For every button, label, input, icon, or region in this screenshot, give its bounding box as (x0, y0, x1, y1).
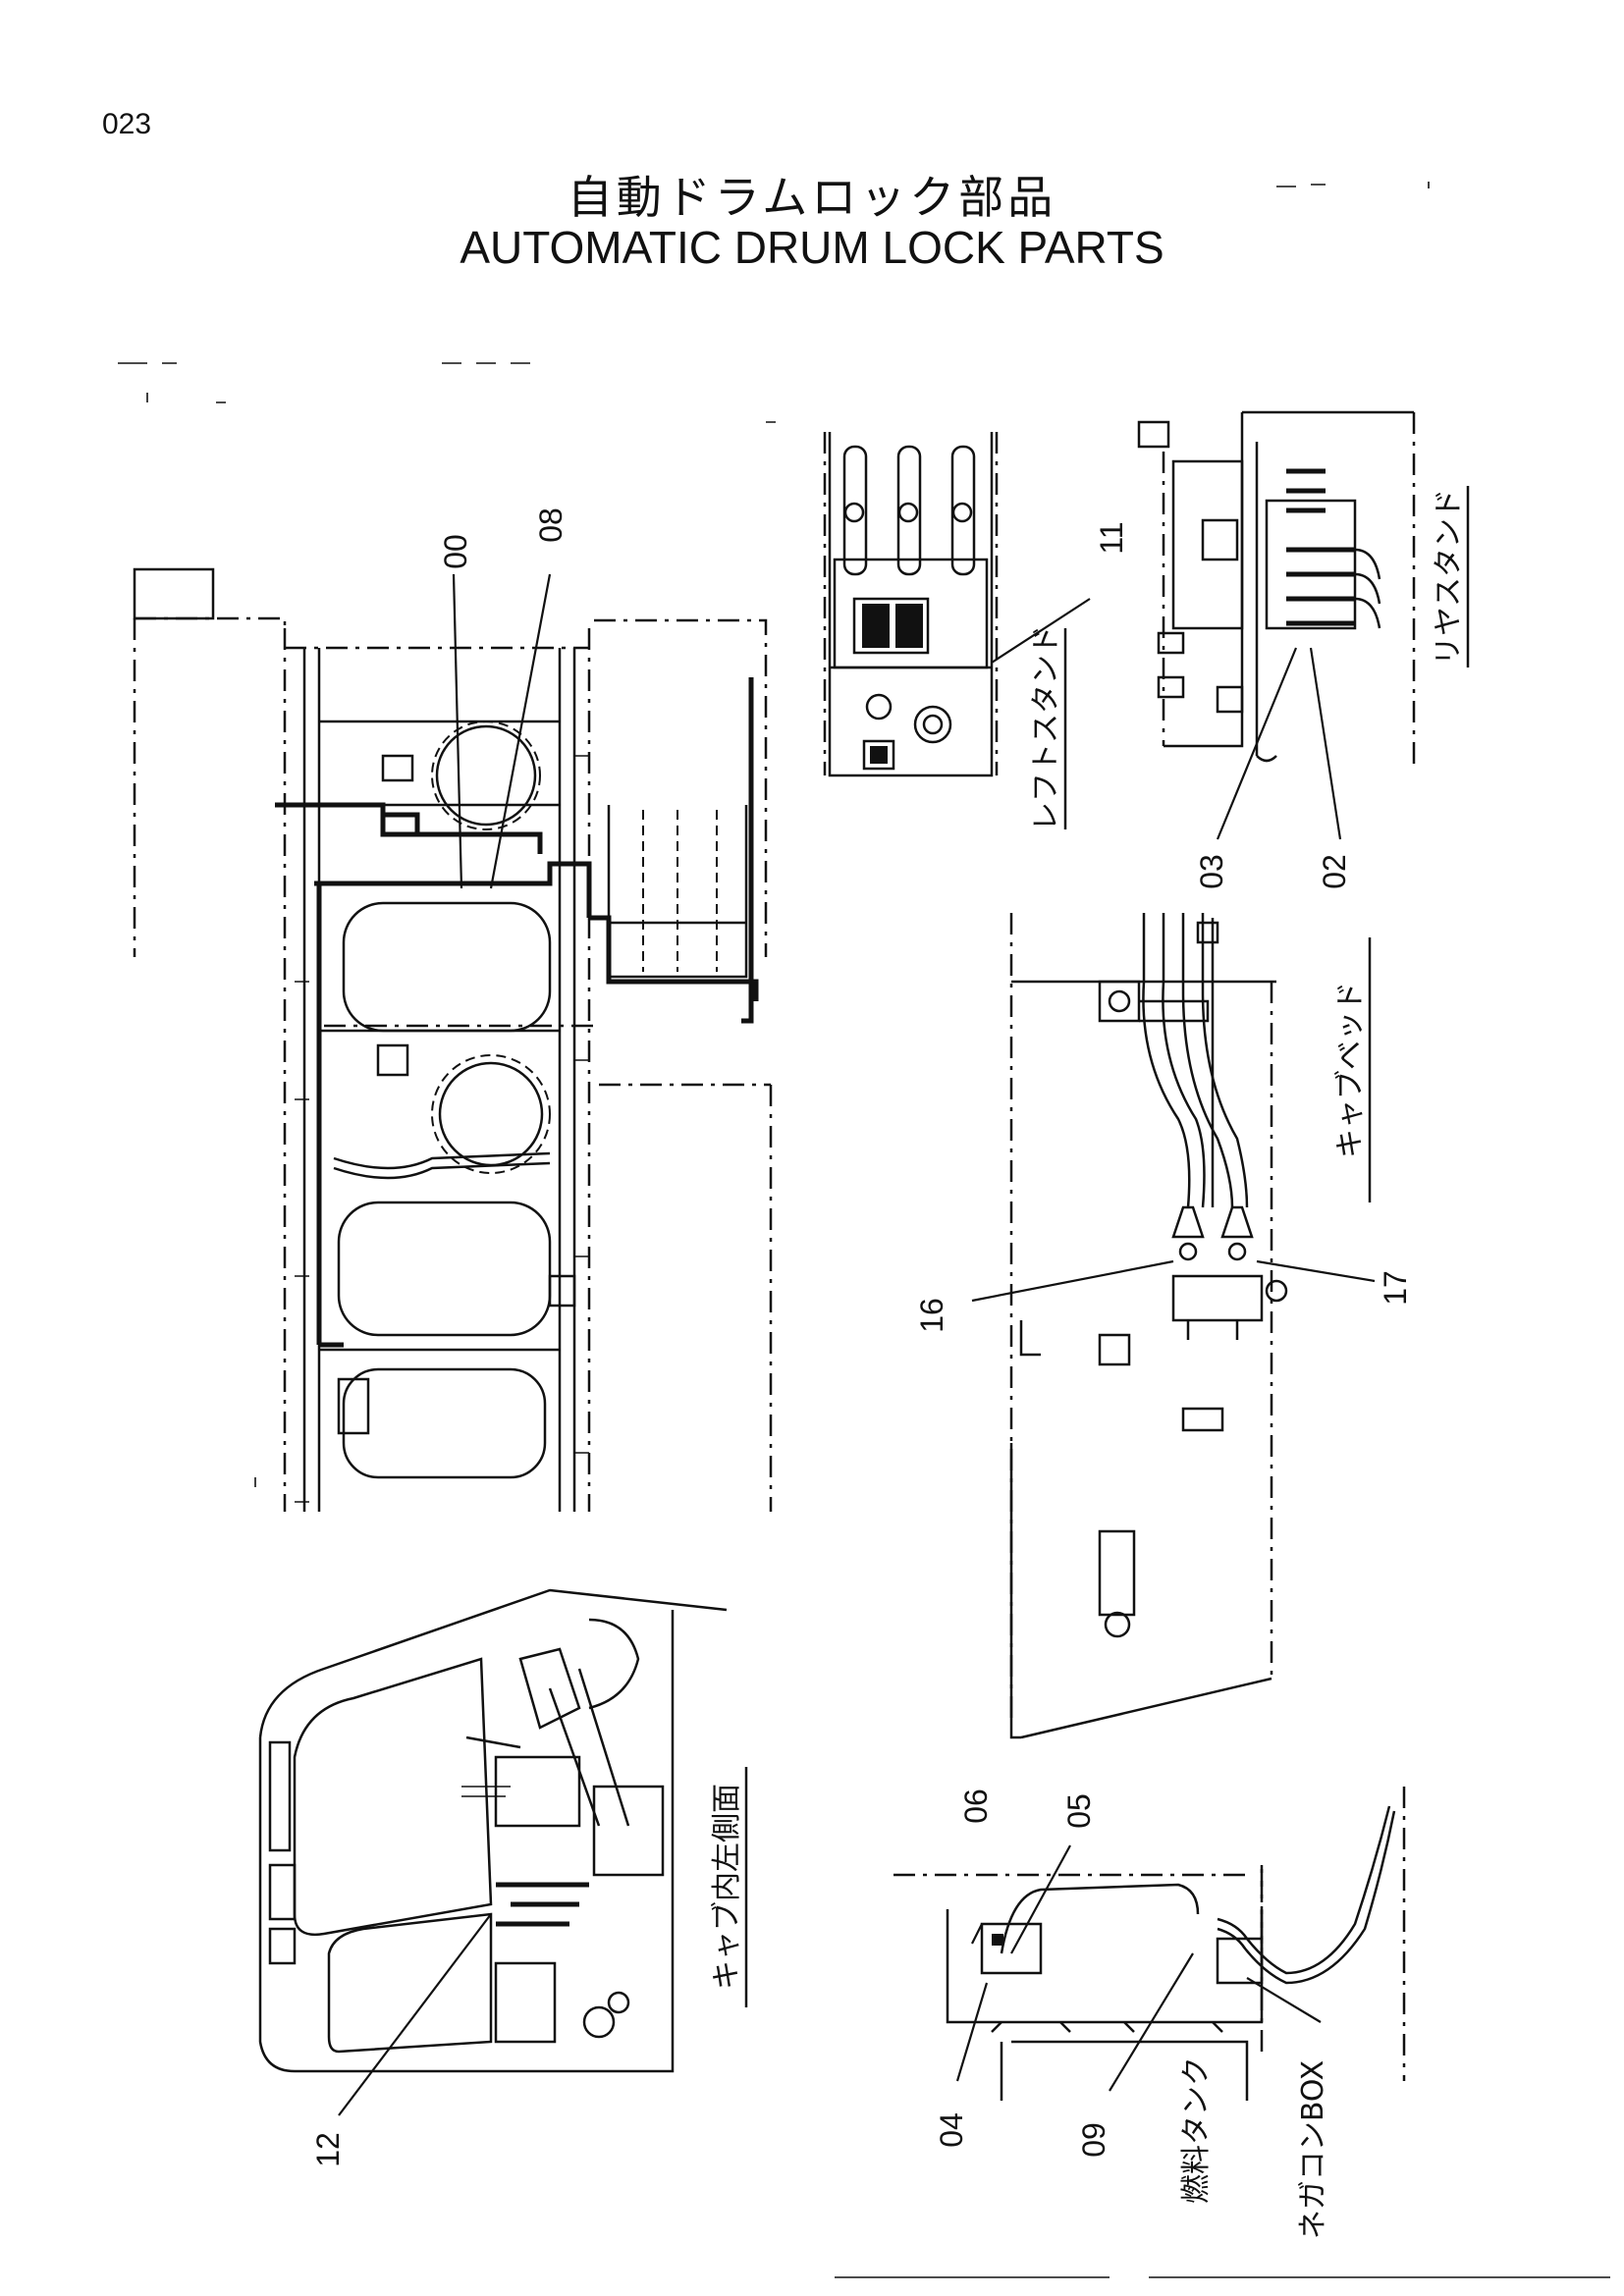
callout-04: 04 (934, 2112, 969, 2148)
callout-labels: 00 08 11 03 02 16 17 06 05 04 09 12 (310, 507, 1413, 2167)
label-left-stand: レフトスタンド (1029, 625, 1063, 831)
leader-lines (338, 573, 1376, 2116)
callout-02: 02 (1317, 854, 1352, 889)
callout-00: 00 (438, 534, 473, 569)
label-cab-inner-left-side: キャブ内左側面 (710, 1784, 744, 1990)
main-frame-view (118, 362, 776, 1512)
fuel-tank-view (893, 1787, 1406, 2101)
title-english: AUTOMATIC DRUM LOCK PARTS (460, 222, 1164, 273)
callout-16: 16 (914, 1298, 949, 1333)
callout-11: 11 (1094, 521, 1129, 554)
callout-06: 06 (958, 1789, 994, 1824)
callout-12: 12 (310, 2132, 346, 2167)
left-stand-view (823, 432, 999, 777)
rear-stand-view (1137, 410, 1416, 766)
callout-03: 03 (1194, 854, 1229, 889)
label-negacon-box: ネガコンBOX (1296, 2060, 1330, 2239)
label-fuel-tank: 燃料タンク (1179, 2056, 1214, 2204)
callout-08: 08 (533, 507, 568, 543)
callout-17: 17 (1378, 1270, 1413, 1306)
callout-05: 05 (1061, 1793, 1097, 1829)
title-japanese: 自動ドラムロック部品 (567, 171, 1057, 224)
cab-inner-view (258, 1588, 728, 2073)
view-labels: レフトスタンド リヤスタンド キャブベッド キャブ内左側面 燃料タンク ネガコン… (710, 486, 1470, 2239)
label-rear-stand: リヤスタンド (1432, 489, 1466, 666)
callout-09: 09 (1076, 2122, 1111, 2158)
cab-bed-view (1009, 913, 1288, 1739)
label-cab-bed: キャブベッド (1333, 982, 1368, 1158)
page-number: 023 (102, 108, 152, 140)
